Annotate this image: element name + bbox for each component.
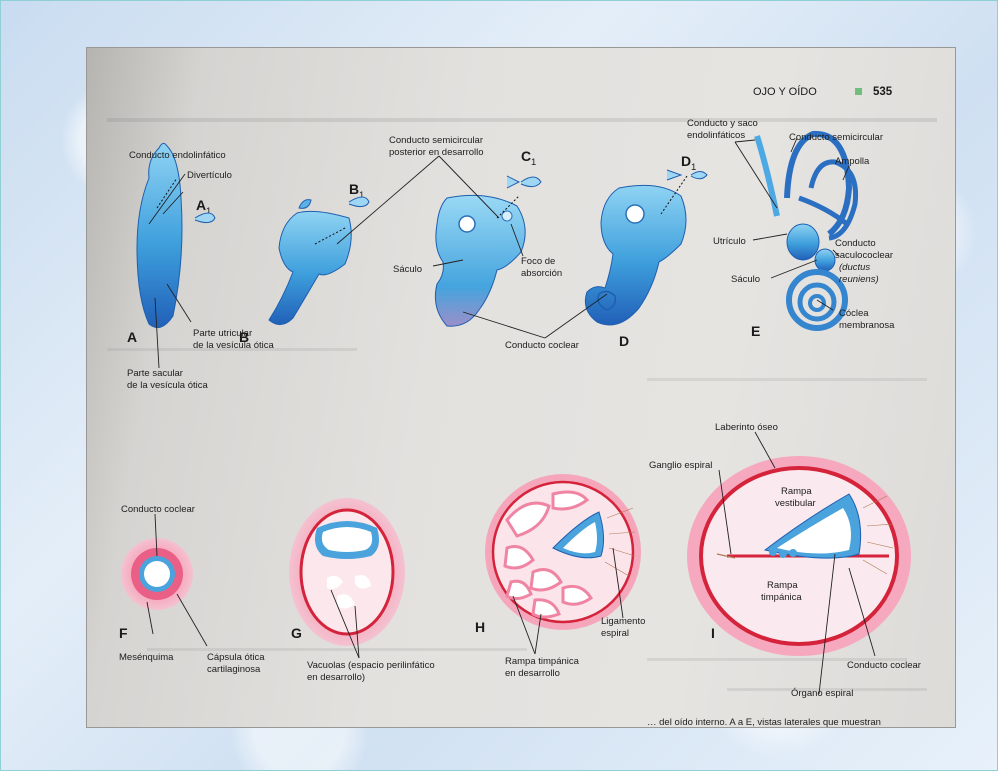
label-conducto-saculo-2: saculococlear [835, 250, 893, 261]
label-conducto-semicircular-post-2: posterior en desarrollo [389, 147, 484, 158]
label-conducto-y-saco-1: Conducto y saco [687, 118, 758, 129]
label-utriculo: Utrículo [713, 236, 746, 247]
label-conducto-coclear-f: Conducto coclear [121, 504, 195, 515]
header-title: OJO Y OÍDO [753, 85, 817, 98]
section-d1-icon [667, 170, 707, 180]
panel-letter-i: I [711, 625, 715, 641]
label-organo-espiral: Órgano espiral [791, 688, 853, 699]
label-coclea-1: Cóclea [839, 308, 869, 319]
label-saculo-e: Sáculo [731, 274, 760, 285]
panel-letter-a: A [127, 329, 137, 345]
section-b1-icon [349, 197, 369, 207]
label-ductus-1: (ductus [839, 262, 870, 273]
label-conducto-semicircular-post-1: Conducto semicircular [389, 135, 483, 146]
panel-d-otic-vesicle [585, 176, 687, 325]
label-conducto-coclear-i: Conducto coclear [847, 660, 921, 671]
marker-d1-letter: D [681, 153, 691, 169]
label-parte-sacular-2: de la vesícula ótica [127, 380, 209, 391]
page-number: 535 [873, 86, 893, 98]
caption-fragment: … del oído interno. A a E, vistas latera… [647, 717, 881, 727]
label-rampa-vest-1: Rampa [781, 486, 812, 497]
label-rampa-timp-h-2: en desarrollo [505, 668, 560, 679]
label-conducto-y-saco-2: endolinfáticos [687, 130, 745, 141]
panel-c-otic-vesicle [435, 195, 525, 326]
label-capsula-2: cartilaginosa [207, 664, 261, 675]
section-a1-icon [195, 213, 215, 223]
label-coclea-2: membranosa [839, 320, 895, 331]
label-rampa-timp-i-1: Rampa [767, 580, 798, 591]
label-mesenquima: Mesénquima [119, 652, 174, 663]
label-ligamento-1: Ligamento [601, 616, 645, 627]
marker-c1-sub: 1 [531, 157, 536, 168]
label-foco-2: absorción [521, 268, 562, 279]
panel-letter-e: E [751, 323, 760, 339]
panel-a-otic-vesicle [137, 143, 182, 327]
label-vacuolas-2: en desarrollo) [307, 672, 365, 683]
panel-letter-f: F [119, 625, 128, 641]
label-capsula-1: Cápsula ótica [207, 652, 265, 663]
label-vacuolas-1: Vacuolas (espacio perilinfático [307, 660, 435, 671]
panel-letter-h: H [475, 619, 485, 635]
panel-letter-g: G [291, 625, 302, 641]
label-conducto-semicircular: Conducto semicircular [789, 132, 883, 143]
label-parte-utricular-2: de la vesícula ótica [193, 340, 275, 351]
inner-ear-development-diagram: OJO Y OÍDO 535 A 1 A B 1 B C 1 [87, 48, 955, 727]
label-rampa-vest-2: vestibular [775, 498, 816, 509]
header-square-icon [855, 88, 862, 95]
panel-g-cochlear-section [289, 498, 405, 646]
label-rampa-timp-h-1: Rampa timpánica [505, 656, 580, 667]
marker-b1-letter: B [349, 181, 359, 197]
marker-d1-sub: 1 [691, 162, 696, 173]
label-foco-1: Foco de [521, 256, 555, 267]
panel-h-cochlear-section [485, 474, 641, 630]
marker-c1-letter: C [521, 148, 531, 164]
label-conducto-coclear-top: Conducto coclear [505, 340, 579, 351]
label-parte-sacular-1: Parte sacular [127, 368, 183, 379]
marker-a1-letter: A [196, 197, 206, 213]
label-parte-utricular-1: Parte utricular [193, 328, 252, 339]
label-rampa-timp-i-2: timpánica [761, 592, 802, 603]
label-diverticulo: Divertículo [187, 170, 232, 181]
section-c1-icon [507, 176, 541, 188]
label-conducto-saculo-1: Conducto [835, 238, 876, 249]
label-conducto-endolinfatico: Conducto endolinfático [129, 150, 226, 161]
panel-b-otic-vesicle [269, 200, 351, 325]
label-ligamento-2: espiral [601, 628, 629, 639]
textbook-page-photo: OJO Y OÍDO 535 A 1 A B 1 B C 1 [87, 48, 955, 727]
label-ampolla: Ampolla [835, 156, 870, 167]
panel-letter-d: D [619, 333, 629, 349]
label-laberinto-oseo: Laberinto óseo [715, 422, 778, 433]
label-saculo-c: Sáculo [393, 264, 422, 275]
label-ganglio-espiral: Ganglio espiral [649, 460, 712, 471]
label-ductus-2: reuniens) [839, 274, 879, 285]
